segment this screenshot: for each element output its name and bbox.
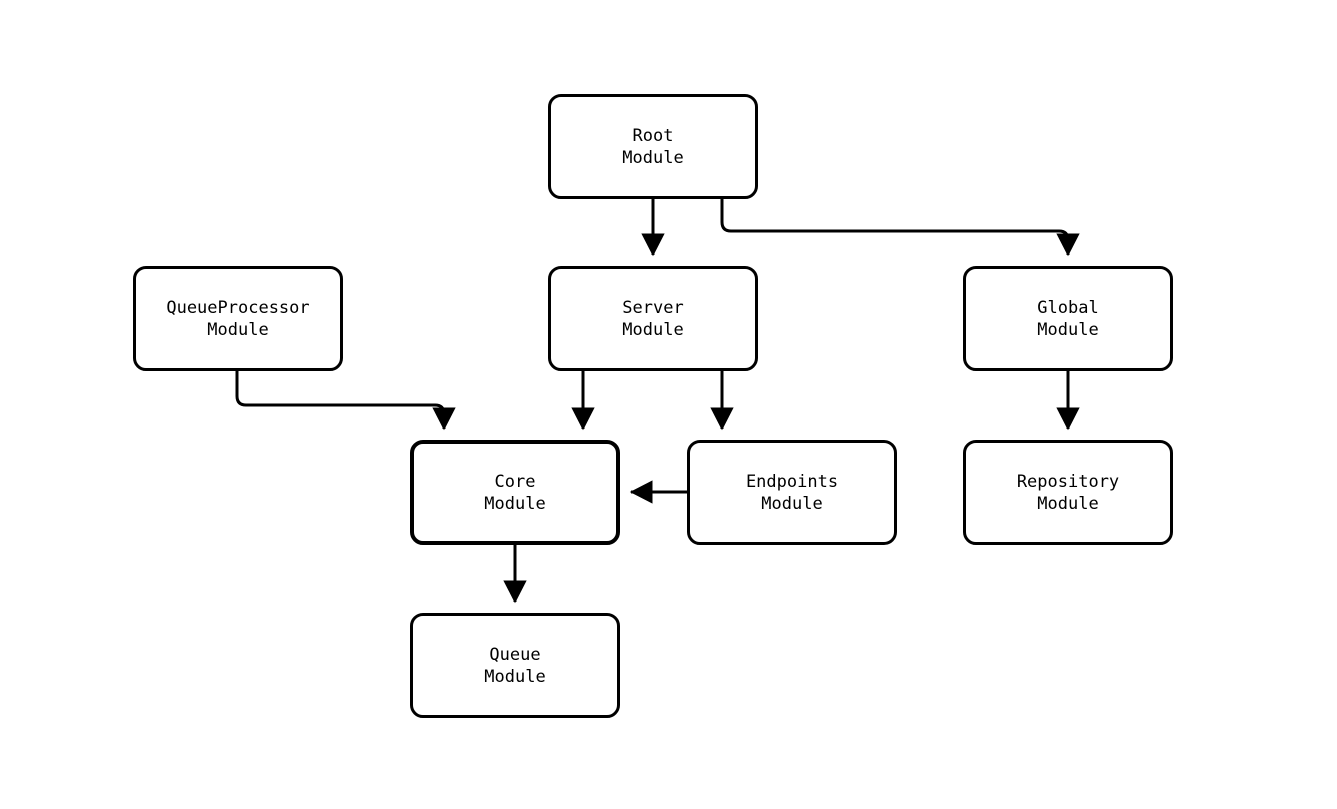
node-repository-module-label: Repository Module bbox=[1016, 471, 1120, 514]
node-queue-module-label: Queue Module bbox=[484, 644, 546, 687]
node-root-module-label: Root Module bbox=[622, 125, 684, 168]
node-root-module[interactable]: Root Module bbox=[548, 94, 758, 199]
edge-root-global bbox=[720, 199, 1080, 257]
node-global-module[interactable]: Global Module bbox=[963, 266, 1173, 371]
node-queueprocessor-module[interactable]: QueueProcessor Module bbox=[133, 266, 343, 371]
node-repository-module[interactable]: Repository Module bbox=[963, 440, 1173, 545]
node-endpoints-module[interactable]: Endpoints Module bbox=[687, 440, 897, 545]
node-global-module-label: Global Module bbox=[1037, 297, 1099, 340]
node-queue-module[interactable]: Queue Module bbox=[410, 613, 620, 718]
node-endpoints-module-label: Endpoints Module bbox=[745, 471, 839, 514]
node-core-module[interactable]: Core Module bbox=[410, 440, 620, 545]
node-server-module[interactable]: Server Module bbox=[548, 266, 758, 371]
node-queueprocessor-module-label: QueueProcessor Module bbox=[166, 297, 310, 340]
node-core-module-label: Core Module bbox=[484, 471, 546, 514]
node-server-module-label: Server Module bbox=[622, 297, 684, 340]
edge-group bbox=[235, 199, 1080, 604]
edge-queueprocessor-core bbox=[235, 371, 456, 431]
